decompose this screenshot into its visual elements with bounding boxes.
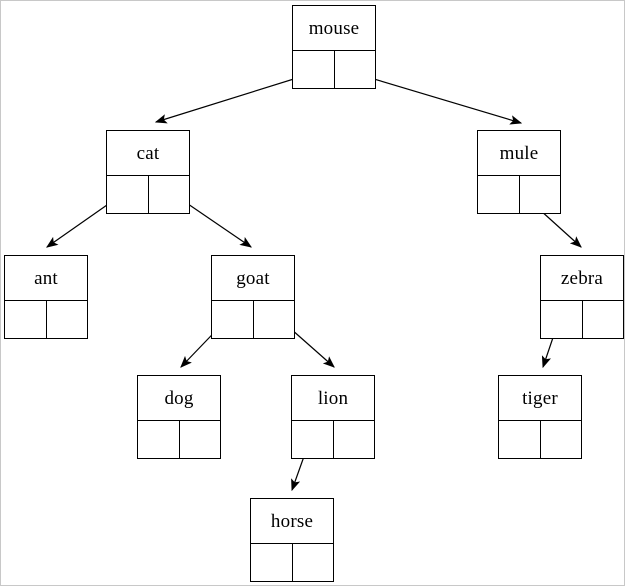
node-right-pointer-zebra[interactable] <box>583 301 624 338</box>
tree-node-mule[interactable]: mule <box>477 130 561 214</box>
node-pointers-dog <box>138 421 220 458</box>
node-pointers-goat <box>212 301 294 338</box>
node-left-pointer-mule[interactable] <box>478 176 520 213</box>
node-label-dog: dog <box>138 376 220 421</box>
tree-node-zebra[interactable]: zebra <box>540 255 624 339</box>
node-left-pointer-mouse[interactable] <box>293 51 335 88</box>
node-right-pointer-mule[interactable] <box>520 176 561 213</box>
node-label-tiger: tiger <box>499 376 581 421</box>
node-left-pointer-lion[interactable] <box>292 421 334 458</box>
node-pointers-lion <box>292 421 374 458</box>
edge-mouse-right-to-mule <box>353 72 523 125</box>
tree-node-dog[interactable]: dog <box>137 375 221 459</box>
tree-node-horse[interactable]: horse <box>250 498 334 582</box>
node-pointers-ant <box>5 301 87 338</box>
node-left-pointer-goat[interactable] <box>212 301 254 338</box>
node-pointers-horse <box>251 544 333 581</box>
tree-node-ant[interactable]: ant <box>4 255 88 339</box>
node-label-mouse: mouse <box>293 6 375 51</box>
node-left-pointer-horse[interactable] <box>251 544 293 581</box>
node-left-pointer-ant[interactable] <box>5 301 47 338</box>
tree-node-mouse[interactable]: mouse <box>292 5 376 89</box>
node-pointers-mouse <box>293 51 375 88</box>
node-label-horse: horse <box>251 499 333 544</box>
node-left-pointer-zebra[interactable] <box>541 301 583 338</box>
node-right-pointer-dog[interactable] <box>180 421 221 458</box>
node-label-ant: ant <box>5 256 87 301</box>
node-label-zebra: zebra <box>541 256 623 301</box>
node-right-pointer-horse[interactable] <box>293 544 334 581</box>
node-label-mule: mule <box>478 131 560 176</box>
node-right-pointer-lion[interactable] <box>334 421 375 458</box>
node-left-pointer-dog[interactable] <box>138 421 180 458</box>
node-label-cat: cat <box>107 131 189 176</box>
node-pointers-zebra <box>541 301 623 338</box>
node-right-pointer-mouse[interactable] <box>335 51 376 88</box>
node-label-goat: goat <box>212 256 294 301</box>
node-label-lion: lion <box>292 376 374 421</box>
tree-node-goat[interactable]: goat <box>211 255 295 339</box>
node-right-pointer-ant[interactable] <box>47 301 88 338</box>
tree-node-tiger[interactable]: tiger <box>498 375 582 459</box>
edge-mouse-left-to-cat <box>154 72 314 124</box>
node-right-pointer-cat[interactable] <box>149 176 190 213</box>
node-right-pointer-goat[interactable] <box>254 301 295 338</box>
node-pointers-tiger <box>499 421 581 458</box>
node-left-pointer-tiger[interactable] <box>499 421 541 458</box>
node-right-pointer-tiger[interactable] <box>541 421 582 458</box>
node-pointers-cat <box>107 176 189 213</box>
node-left-pointer-cat[interactable] <box>107 176 149 213</box>
node-pointers-mule <box>478 176 560 213</box>
tree-node-lion[interactable]: lion <box>291 375 375 459</box>
tree-node-cat[interactable]: cat <box>106 130 190 214</box>
